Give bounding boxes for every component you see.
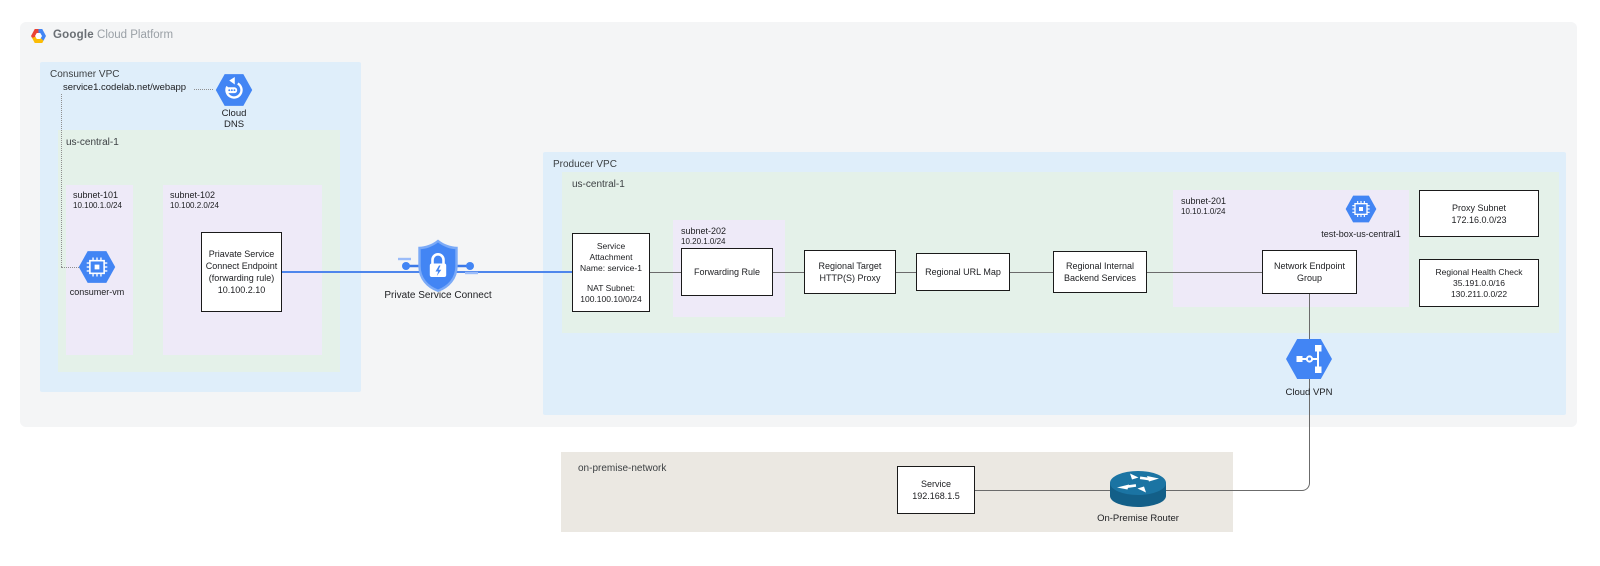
psc-endpoint-line1: Priavate Service [208,249,275,259]
consumer-vm-label: consumer-vm [69,287,125,297]
proxy-subnet-line1: Proxy Subnet [1451,202,1507,213]
subnet-102-name: subnet-102 [170,190,216,200]
logo-product: Cloud Platform [97,29,174,41]
cloud-dns-icon [215,74,253,106]
subnet-201-cidr: 10.10.1.0/24 [1181,207,1226,216]
proxy-subnet-line2: 172.16.0.0/23 [1451,214,1507,225]
neg-node: Network Endpoint Group [1262,250,1357,294]
logo-brand: Google [53,29,94,41]
cloud-dns-label-line2: DNS [223,119,245,130]
psc-endpoint-node: Priavate Service Connect Endpoint (forwa… [201,232,282,312]
dns-record-text: service1.codelab.net/webapp [63,82,187,93]
connector-urlmap-to-backend [1010,272,1053,273]
connector-sa-to-fr [650,272,681,273]
onprem-network-label: on-premise-network [578,463,667,474]
neg-line1: Network Endpoint [1273,261,1346,271]
cloud-vpn-label: Cloud VPN [1285,387,1333,398]
target-proxy-node: Regional Target HTTP(S) Proxy [804,250,896,294]
test-box-vm-icon [1345,195,1377,223]
connector-fr-to-proxy [773,272,804,273]
onprem-service-line2: 192.168.1.5 [912,491,960,501]
dotted-connector-dns [194,89,213,90]
sa-line1: Service [596,240,626,251]
subnet-101-name: subnet-101 [73,190,119,200]
service-attachment-node: Service Attachment Name: service-1 NAT S… [572,233,650,312]
google-cloud-logo-text: Google Cloud Platform [53,29,173,41]
consumer-vm-icon [78,251,116,283]
cloud-dns-label-line1: Cloud [221,108,247,119]
google-cloud-logo-icon [31,29,47,43]
onprem-service-line1: Service [920,479,951,489]
subnet-201-name: subnet-201 [1181,196,1227,206]
url-map-node: Regional URL Map [916,253,1010,291]
subnet-202-cidr: 10.20.1.0/24 [681,237,726,246]
onprem-router-icon [1110,471,1166,507]
dotted-connector-vertical [61,94,62,267]
forwarding-rule-label: Forwarding Rule [693,267,761,277]
onprem-service-node: Service 192.168.1.5 [897,466,975,514]
backend-services-node: Regional Internal Backend Services [1053,251,1147,293]
sa-line5: 100.100.10/0/24 [580,293,642,304]
forwarding-rule-node: Forwarding Rule [681,248,773,296]
subnet-101-cidr: 10.100.1.0/24 [73,201,122,210]
connector-backend-to-neg [1147,272,1262,273]
sa-line3: Name: service-1 [580,262,642,273]
private-service-connect-icon [398,239,478,293]
health-check-node: Regional Health Check 35.191.0.0/16 130.… [1419,259,1539,307]
psc-endpoint-line3: (forwarding rule) [208,273,275,283]
connector-neg-to-vpn [1309,294,1310,482]
backend-line1: Regional Internal [1065,261,1135,271]
backend-line2: Backend Services [1063,273,1137,283]
producer-region-label: us-central-1 [572,179,625,190]
connector-corner [1301,482,1310,491]
proxy-line1: Regional Target [818,261,882,271]
psc-endpoint-line4: 10.100.2.10 [217,285,266,295]
onprem-router-label: On-Premise Router [1097,513,1179,524]
proxy-line2: HTTP(S) Proxy [819,273,881,283]
connector-proxy-to-urlmap [896,272,916,273]
psc-label: Private Service Connect [384,290,492,301]
cloud-vpn-icon [1286,339,1332,379]
proxy-subnet-node: Proxy Subnet 172.16.0.0/23 [1419,190,1539,237]
test-box-label: test-box-us-central1 [1321,229,1401,239]
consumer-vpc-label: Consumer VPC [50,69,120,80]
url-map-label: Regional URL Map [925,267,1001,277]
health-check-line2: 35.191.0.0/16 [1453,277,1505,288]
producer-vpc-label: Producer VPC [553,159,617,170]
sa-line2: Attachment [589,251,633,262]
dotted-connector-vm [61,267,79,268]
sa-line4: NAT Subnet: [587,282,635,293]
subnet-202-name: subnet-202 [681,226,727,236]
health-check-line1: Regional Health Check [1435,266,1523,277]
health-check-line3: 130.211.0.0/22 [1450,288,1508,299]
psc-endpoint-line2: Connect Endpoint [205,261,278,271]
subnet-102-cidr: 10.100.2.0/24 [170,201,219,210]
consumer-region-label: us-central-1 [66,137,119,148]
neg-line2: Group [1296,273,1322,283]
